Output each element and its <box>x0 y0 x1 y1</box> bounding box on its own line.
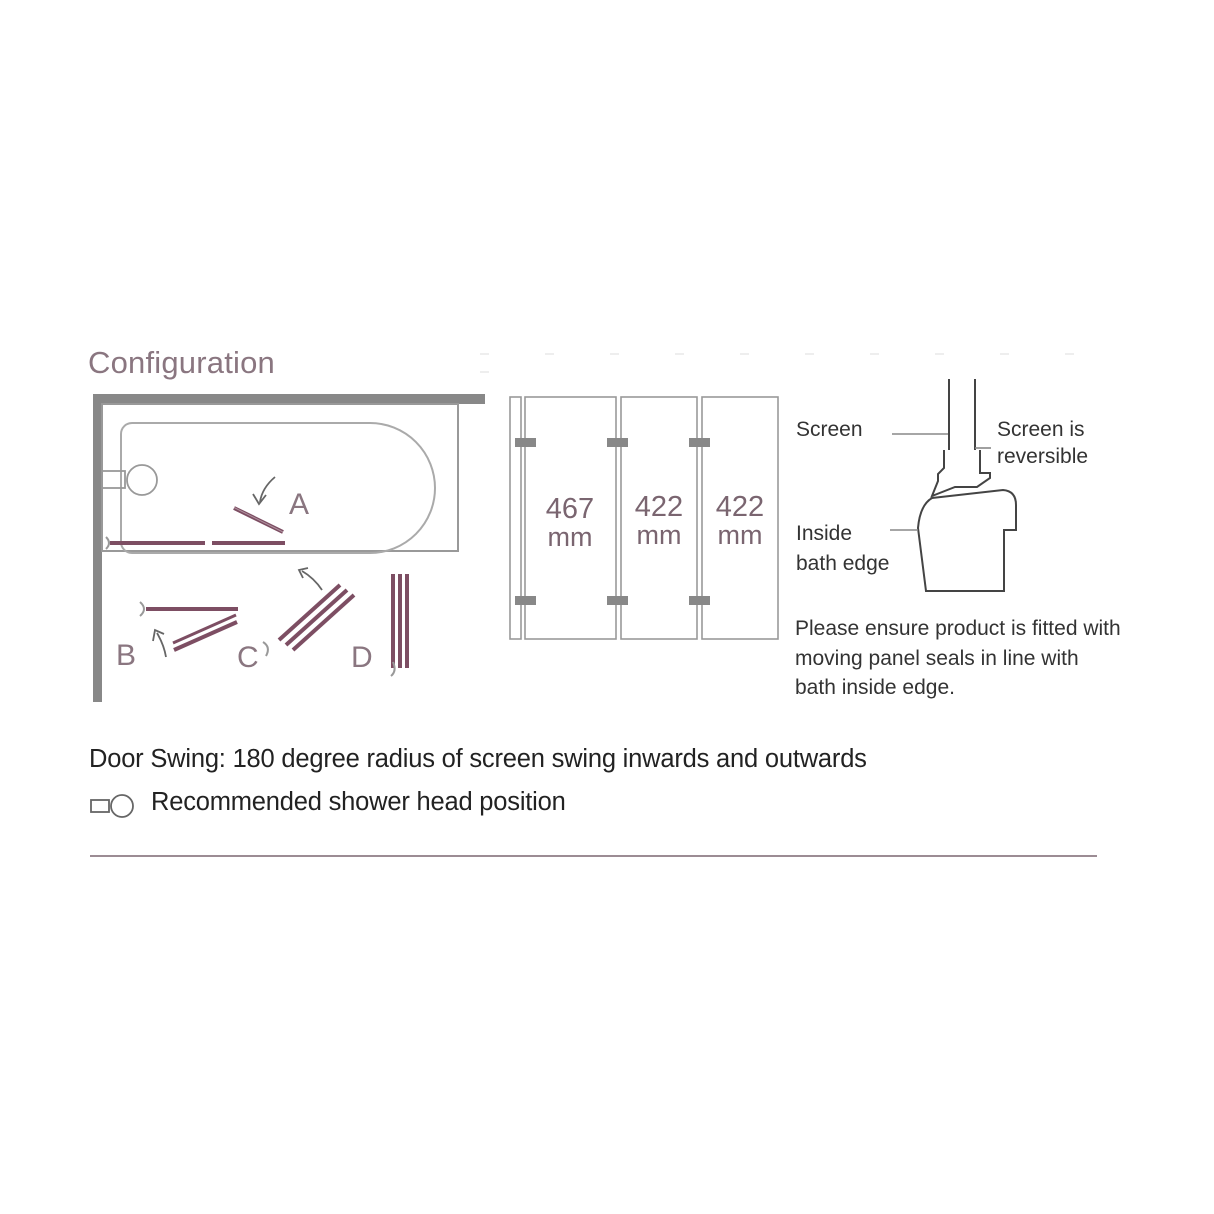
screen-label: Screen <box>796 418 863 441</box>
dotted-divider <box>480 342 1140 373</box>
screen-position-d: D <box>351 574 409 677</box>
screen-position-b: B <box>116 601 238 672</box>
arrow-icon <box>252 476 276 506</box>
shower-head-icon <box>90 794 134 818</box>
fitting-note: Please ensure product is fitted with mov… <box>795 617 1121 699</box>
seal-detail: Screen Screen is reversible Inside bath … <box>796 379 1088 592</box>
screen-position-c: C <box>237 567 356 674</box>
panel-1-unit: mm <box>548 522 593 552</box>
bottom-divider <box>90 855 1097 857</box>
panel-3-unit: mm <box>718 520 763 550</box>
position-d-label: D <box>351 641 373 674</box>
position-b-label: B <box>116 639 136 672</box>
screen-position-a: A <box>105 476 309 550</box>
position-a-label: A <box>289 488 309 521</box>
door-swing-text: Door Swing: 180 degree radius of screen … <box>89 745 867 773</box>
wall-profile <box>509 396 522 640</box>
arrow-icon <box>297 567 323 591</box>
bath-plan: A B C <box>93 394 485 702</box>
panel-elevation: 467 mm 422 mm 422 mm <box>509 396 779 640</box>
inside-bath-edge-label: Inside <box>796 522 852 545</box>
wall-left <box>93 394 102 702</box>
hinge-icon <box>515 438 710 605</box>
screen-reversible-label: Screen is <box>997 418 1085 441</box>
legend-text: Recommended shower head position <box>151 788 566 816</box>
configuration-title: Configuration <box>88 345 275 380</box>
panel-1 <box>524 396 617 640</box>
arrow-icon <box>152 628 167 658</box>
panel-2-unit: mm <box>637 520 682 550</box>
panel-2 <box>620 396 698 640</box>
bath-basin <box>120 422 436 554</box>
panel-2-width: 422 <box>635 491 683 523</box>
shower-head-icon <box>101 464 158 496</box>
wall-top <box>93 394 485 404</box>
screen-reversible-label-line2: reversible <box>997 445 1088 468</box>
panel-1-width: 467 <box>546 493 594 525</box>
panel-3-width: 422 <box>716 491 764 523</box>
panel-3 <box>701 396 779 640</box>
position-c-label: C <box>237 641 259 674</box>
inside-bath-edge-label-line2: bath edge <box>796 552 889 575</box>
